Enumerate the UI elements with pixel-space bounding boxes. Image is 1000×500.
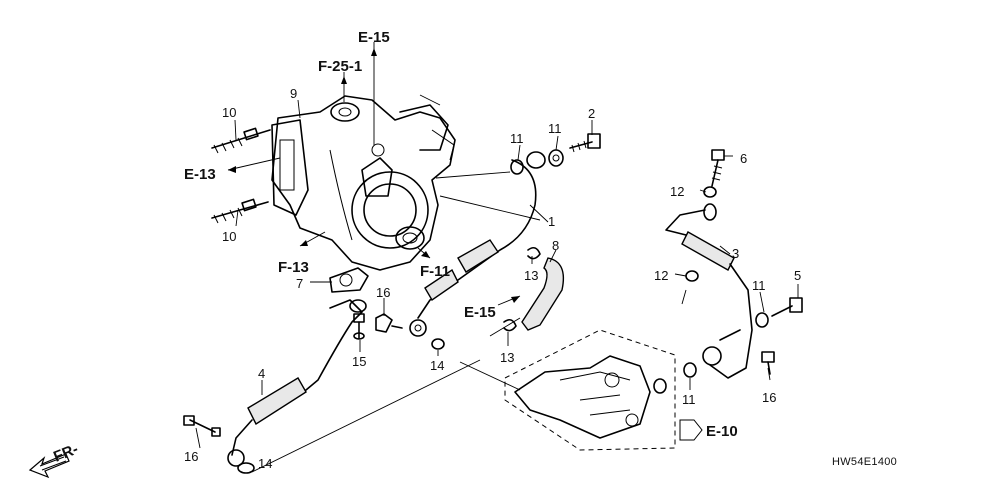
ref-e13: E-13 [184,166,216,183]
callout-13-upper: 13 [524,268,538,283]
bolt-16-lower-left [183,415,221,437]
callout-11-bottom: 11 [682,392,696,407]
callout-3: 3 [732,246,739,261]
callout-16-centre: 16 [376,285,390,300]
turbocharger [271,94,456,271]
hose-clamp-upper [527,246,541,260]
gasket [329,267,369,293]
ref-f25-1: F-25-1 [318,58,362,75]
callout-13-lower: 13 [500,350,514,365]
callout-6: 6 [740,151,747,166]
ref-f11: F-11 [420,263,450,280]
washer-12-lower [685,270,699,282]
ref-e10: E-10 [706,423,738,440]
washer-14-lower [237,462,255,474]
washer-14-centre [431,338,445,350]
washer-11-bottom [683,362,697,378]
bolt-16-right [761,351,775,375]
coolant-pipe [665,203,753,379]
bolt-6 [711,149,725,187]
callout-9: 9 [290,86,297,101]
callout-10-lower: 10 [222,229,236,244]
rubber-hose [521,257,565,331]
diagram-code: HW54E1400 [832,456,897,468]
callout-11-top-left: 11 [510,131,524,146]
callout-15: 15 [352,354,366,369]
front-direction-label: FR- [51,441,81,466]
callout-12-upper: 12 [670,184,684,199]
engine-bracket-detail [504,329,676,451]
oil-feed-pipe [409,159,537,337]
callout-10-upper: 10 [222,105,236,120]
bolt-15 [353,313,365,340]
callout-16-lower-left: 16 [184,449,198,464]
callout-11-right: 11 [752,278,766,293]
callout-5: 5 [794,268,801,283]
ref-f13: F-13 [278,259,309,276]
bolt-16-centre [375,313,403,333]
callout-8: 8 [552,238,559,253]
bolt-5 [771,297,803,317]
stud-bolt-upper [211,127,271,154]
callout-16-right: 16 [762,390,776,405]
ref-e15-top: E-15 [358,29,390,46]
stud-bolt-lower [211,198,269,224]
banjo-union [526,151,546,169]
callout-11-top-right: 11 [548,121,562,136]
callout-12-lower: 12 [654,268,668,283]
leader-lines [195,42,799,473]
washer-11-top-right [548,149,564,167]
callout-2: 2 [588,106,595,121]
washer-11-top-left [510,159,524,175]
ref-e15-mid: E-15 [464,304,496,321]
callout-14-lower: 14 [258,456,272,471]
hose-clamp-lower [503,318,517,332]
callout-14-centre: 14 [430,358,444,373]
washer-12-upper [703,186,717,198]
banjo-bolt-2 [569,133,601,153]
washer-11-right [755,312,769,328]
callout-4: 4 [258,366,265,381]
front-direction-arrow-icon [28,453,70,479]
callout-1: 1 [548,214,555,229]
callout-7: 7 [296,276,303,291]
oil-return-pipe [227,299,367,467]
